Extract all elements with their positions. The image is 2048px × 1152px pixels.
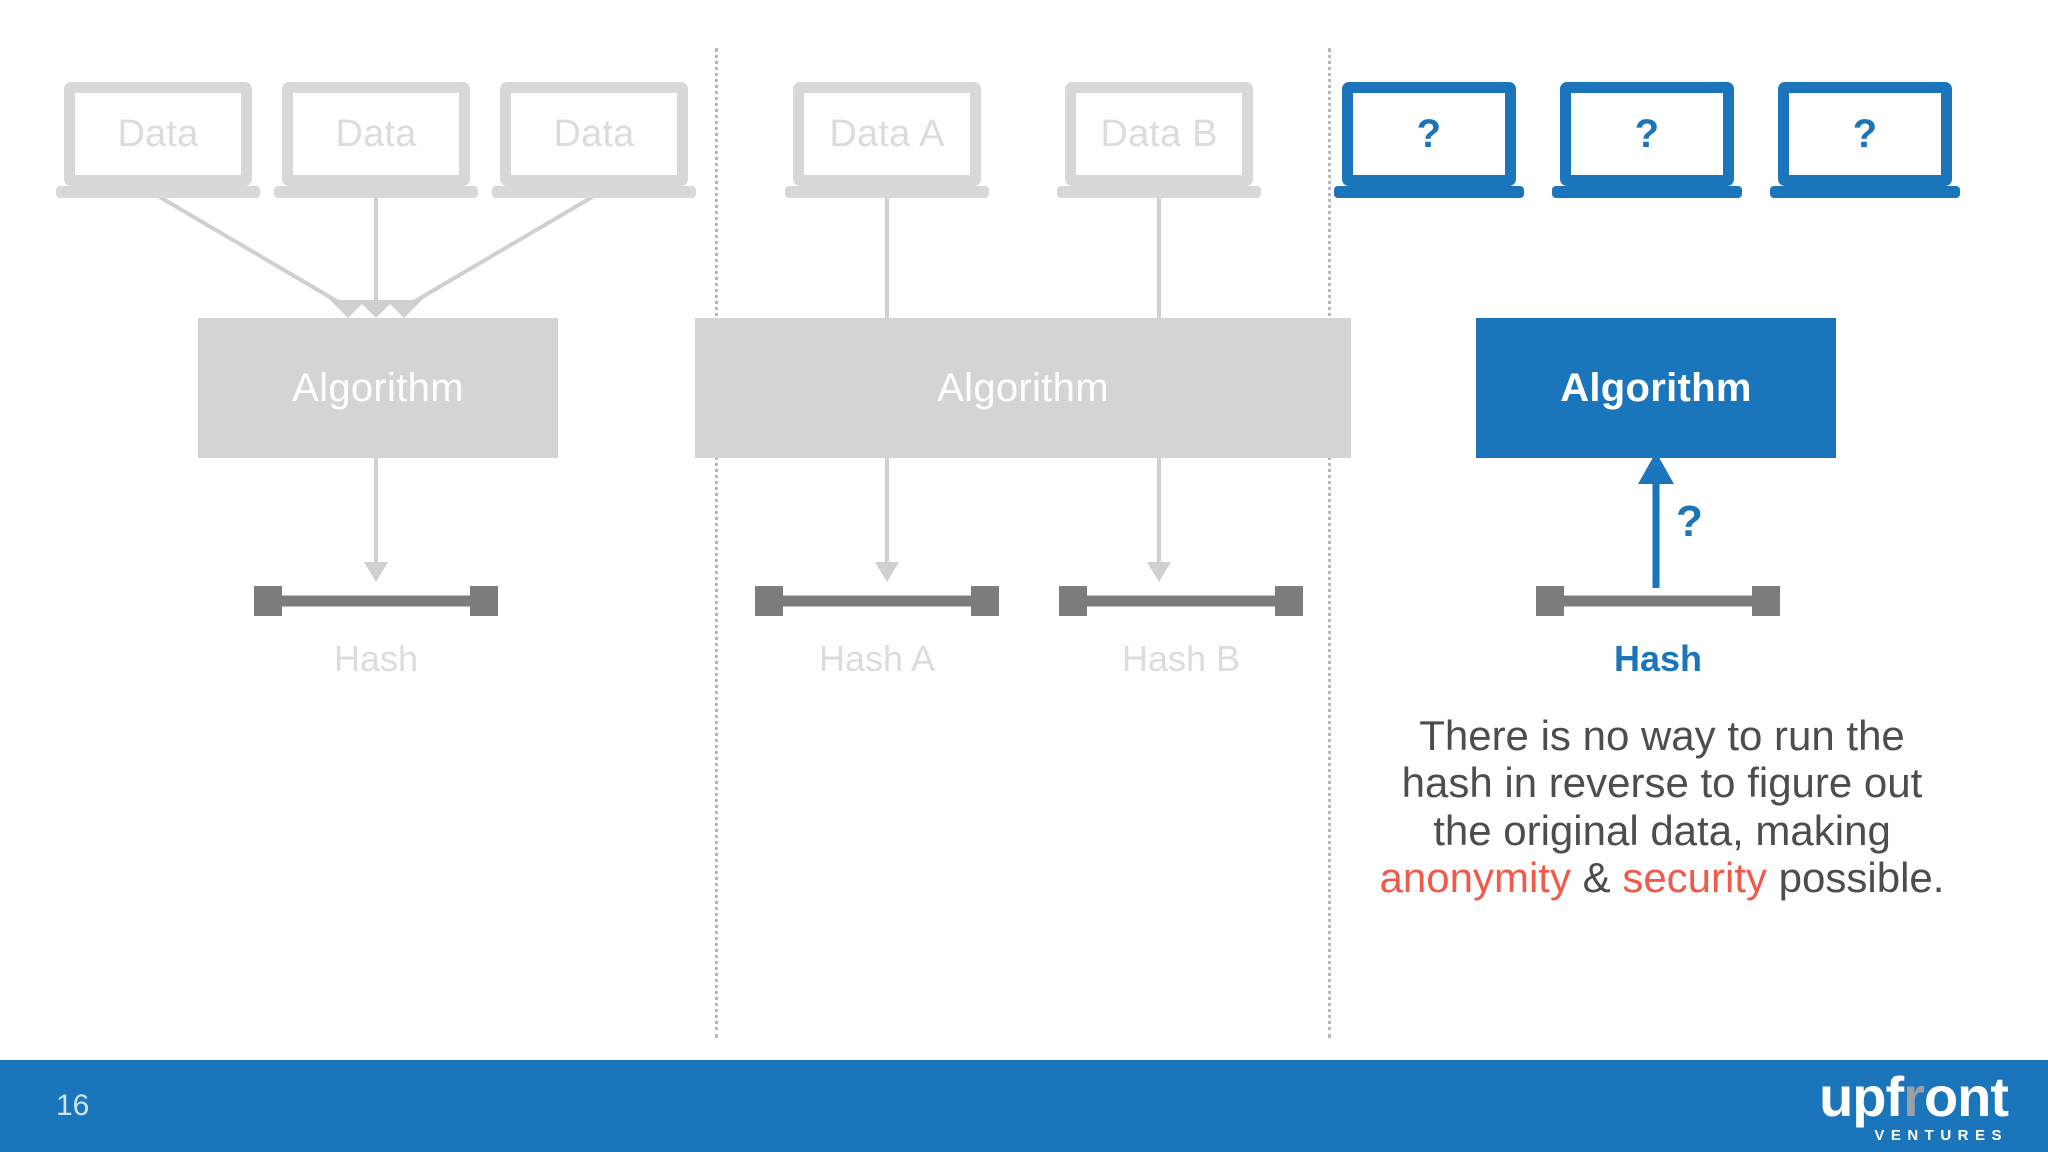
hash-bar-left <box>254 586 498 616</box>
hash-label-left: Hash <box>333 638 419 679</box>
laptop-screen <box>500 82 688 186</box>
hash-bar-knob-right <box>1752 586 1780 616</box>
laptop-label: Data <box>553 112 635 155</box>
laptop-screen <box>1342 82 1516 186</box>
hash-label-b: Hash B <box>1121 638 1241 679</box>
hash-bar-knob-left <box>1536 586 1564 616</box>
reverse-question-mark: ? <box>1676 497 1703 546</box>
hash-bar-a <box>755 586 999 616</box>
laptop-screen <box>1560 82 1734 186</box>
logo-wordmark: upfront <box>1819 1069 2009 1125</box>
laptop-base <box>1770 186 1960 198</box>
hash-bar-line <box>759 595 995 607</box>
algorithm-label: Algorithm <box>292 365 464 410</box>
algorithm-box-left: Algorithm <box>198 318 558 458</box>
hash-bar-knob-left <box>254 586 282 616</box>
hash-bar-line <box>1063 595 1299 607</box>
laptop-label: Data B <box>1100 112 1218 155</box>
laptop-base <box>492 186 696 198</box>
hash-bar-knob-left <box>755 586 783 616</box>
laptop-screen <box>1778 82 1952 186</box>
upfront-ventures-logo: upfront VENTURES <box>1819 1069 2009 1144</box>
laptop-unknown-3: ? <box>1770 82 1960 198</box>
caption-part-1: There is no way to run the hash in rever… <box>1401 712 1923 854</box>
hash-bar-right <box>1536 586 1780 616</box>
laptop-base <box>274 186 478 198</box>
laptop-label: Data <box>117 112 199 155</box>
laptop-screen <box>282 82 470 186</box>
logo-subtitle: VENTURES <box>1874 1127 2008 1144</box>
laptop-data-a: Data A <box>785 82 989 198</box>
page-number: 16 <box>56 1089 90 1122</box>
laptop-screen <box>64 82 252 186</box>
slide-footer: 16 upfront VENTURES <box>0 1060 2048 1152</box>
laptop-unknown-1: ? <box>1334 82 1524 198</box>
hash-bar-line <box>258 595 494 607</box>
laptop-data-1: Data <box>56 82 260 198</box>
laptop-base <box>785 186 989 198</box>
hash-bar-line <box>1540 595 1776 607</box>
hash-bar-knob-right <box>1275 586 1303 616</box>
laptop-screen <box>793 82 981 186</box>
algorithm-box-middle: Algorithm <box>695 318 1351 458</box>
panel-irreversible-hash: ? ? ? Algorithm ? Hash There is no way t… <box>1328 0 2048 1040</box>
laptop-data-2: Data <box>274 82 478 198</box>
logo-word-r: r <box>1903 1065 1925 1128</box>
laptop-screen <box>1065 82 1253 186</box>
caption-part-3: possible. <box>1767 854 1945 902</box>
logo-word-pre: upf <box>1819 1065 1904 1128</box>
laptop-base <box>1552 186 1742 198</box>
explanation-caption: There is no way to run the hash in rever… <box>1372 712 1952 902</box>
laptop-base <box>1334 186 1524 198</box>
hash-bar-knob-left <box>1059 586 1087 616</box>
laptop-data-3: Data <box>492 82 696 198</box>
caption-highlight-anonymity: anonymity <box>1379 854 1571 902</box>
logo-word-post: ont <box>1923 1065 2009 1128</box>
laptop-data-b: Data B <box>1057 82 1261 198</box>
hash-bar-knob-right <box>470 586 498 616</box>
laptop-base <box>56 186 260 198</box>
laptop-label: Data A <box>829 112 945 155</box>
laptop-base <box>1057 186 1261 198</box>
panel-divider-left <box>715 48 718 1038</box>
caption-highlight-security: security <box>1622 854 1768 902</box>
panel-different-inputs-different-hashes: Data A Data B Algorithm Hash A Hash B <box>695 0 1351 1040</box>
hash-label-a: Hash A <box>818 638 936 679</box>
laptop-question-label: ? <box>1634 111 1660 156</box>
panel-divider-right <box>1328 48 1331 1038</box>
laptop-question-label: ? <box>1852 111 1878 156</box>
algorithm-label: Algorithm <box>1560 365 1752 410</box>
laptop-label: Data <box>335 112 417 155</box>
hash-bar-knob-right <box>971 586 999 616</box>
caption-part-2: & <box>1570 854 1623 902</box>
panel-many-inputs-one-hash: Data Data Data Algorithm Hash <box>0 0 715 1040</box>
algorithm-box-right: Algorithm <box>1476 318 1836 458</box>
hash-bar-b <box>1059 586 1303 616</box>
laptop-question-label: ? <box>1416 111 1442 156</box>
laptop-unknown-2: ? <box>1552 82 1742 198</box>
hash-label-right: Hash <box>1613 638 1703 679</box>
algorithm-label: Algorithm <box>937 365 1109 410</box>
